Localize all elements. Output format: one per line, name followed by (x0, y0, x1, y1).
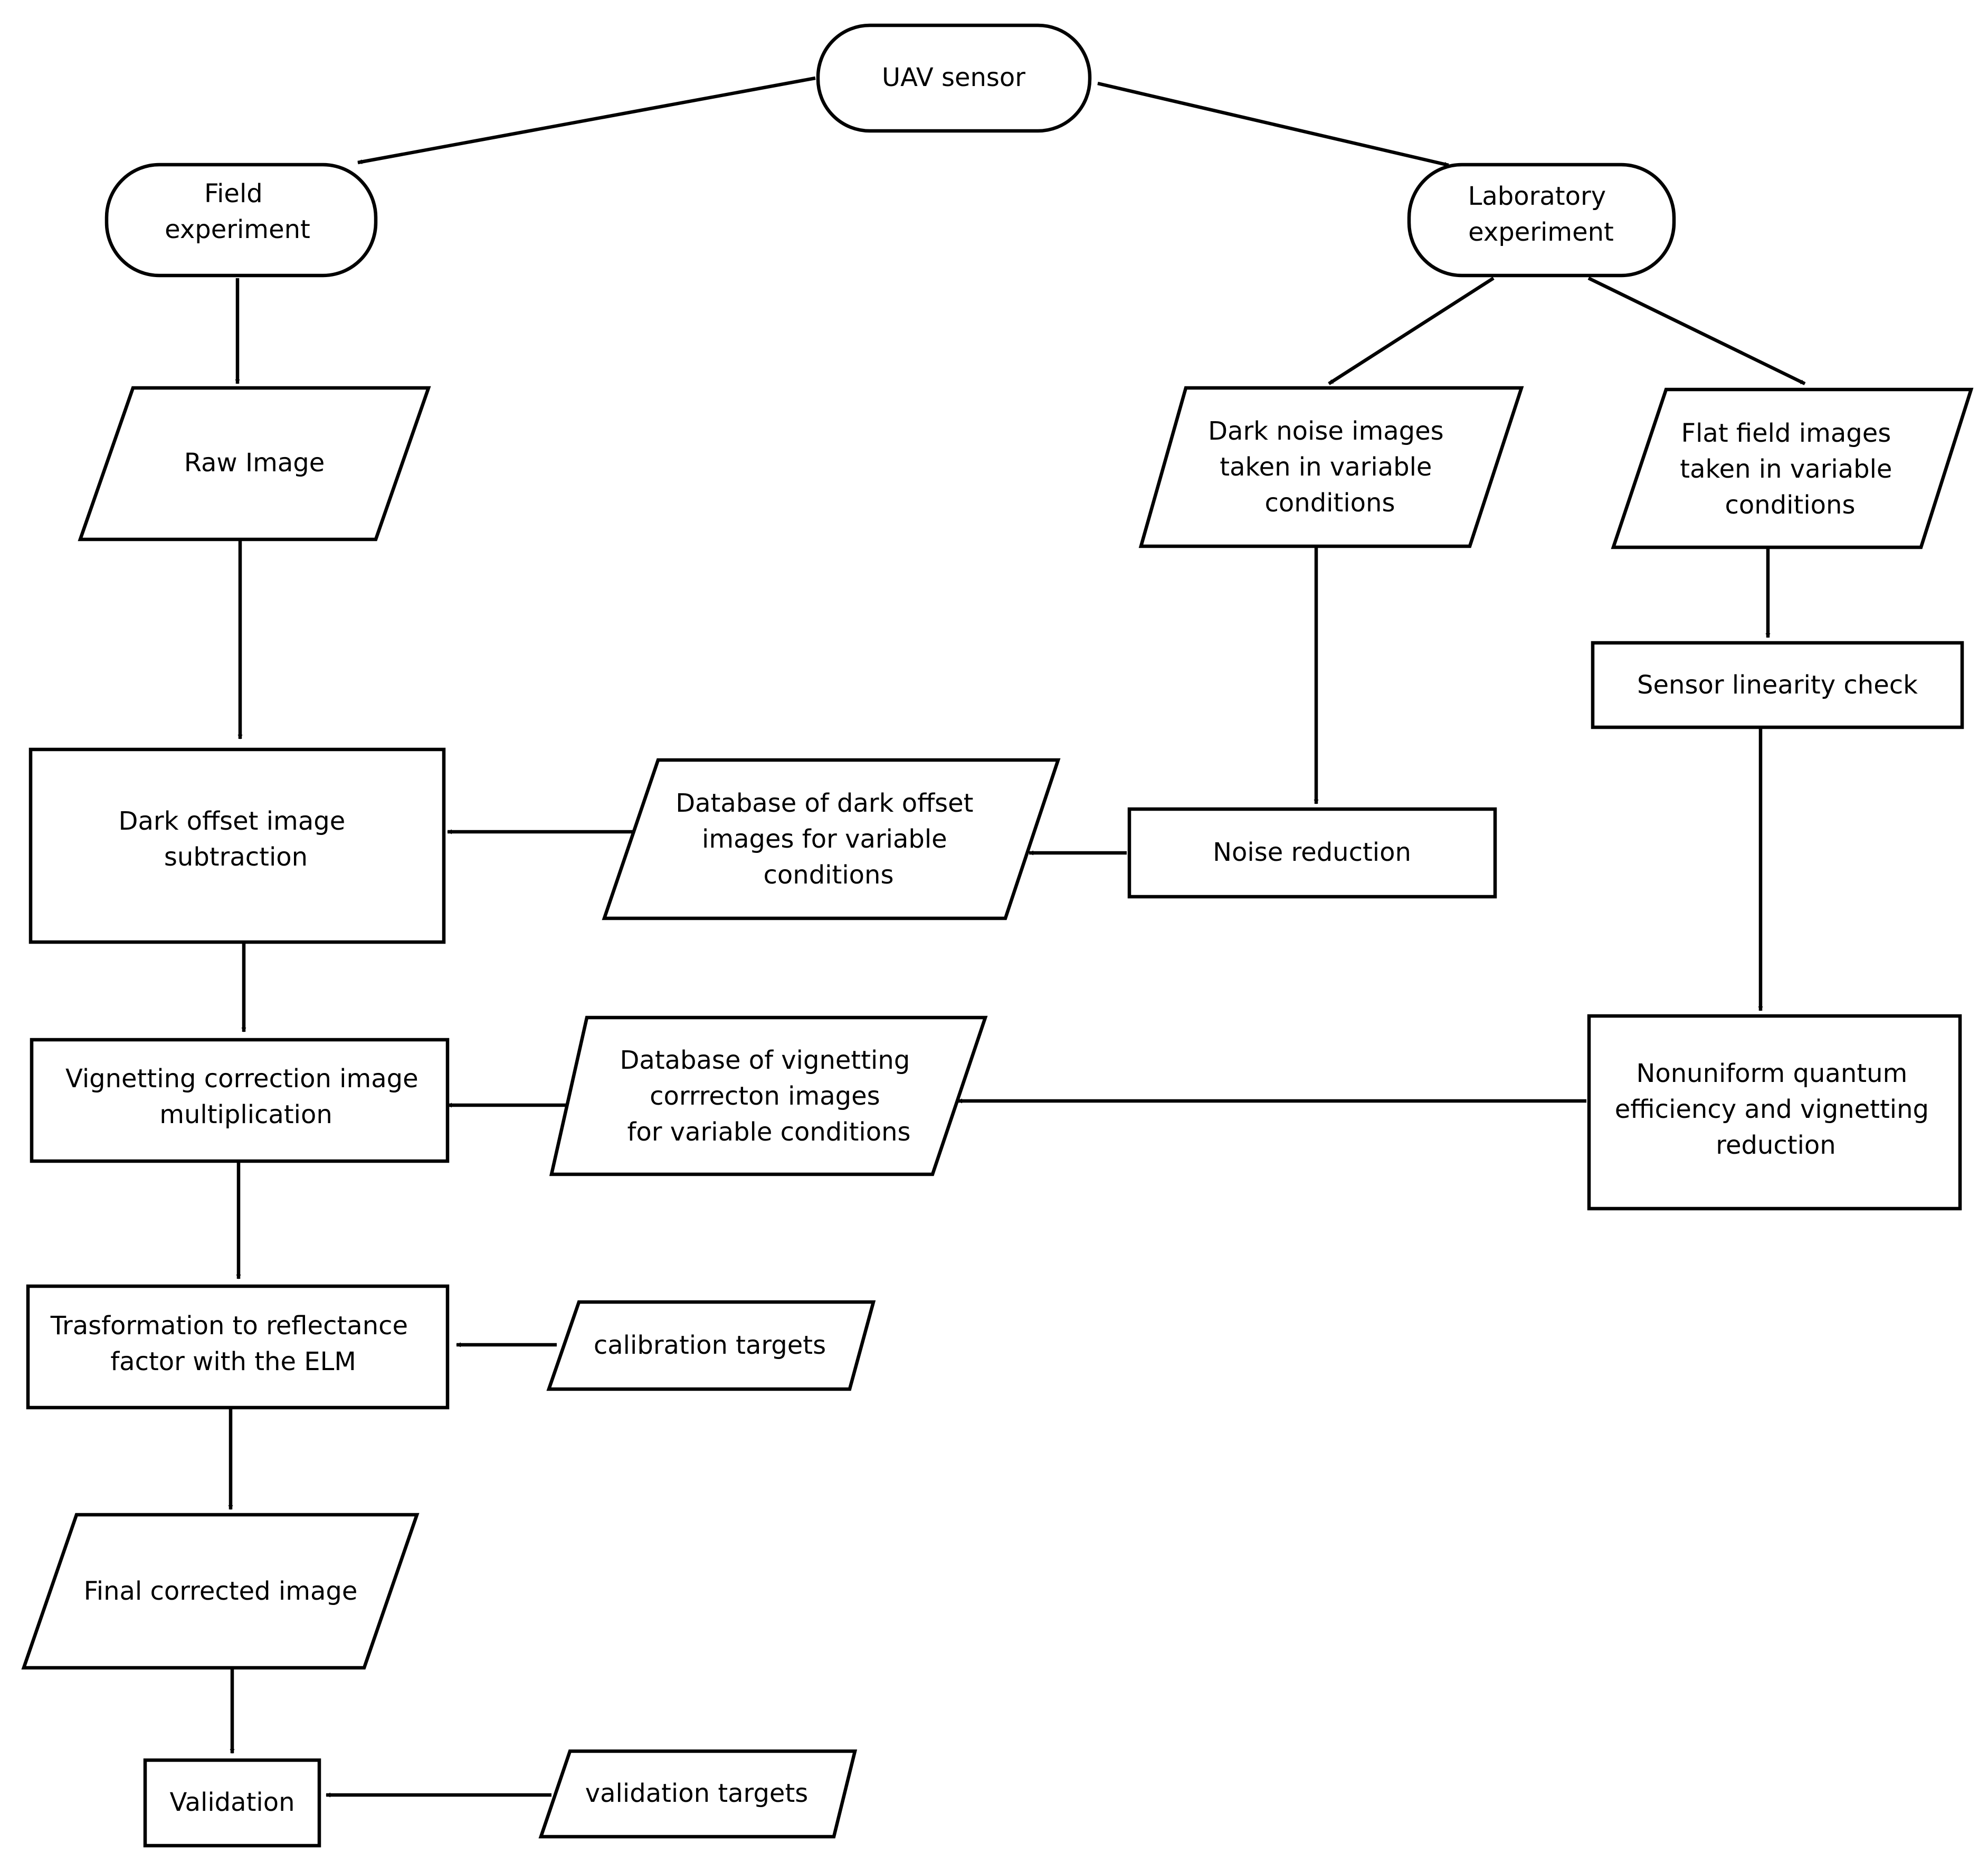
node-label: Database of vignetting corrrecton images… (620, 1046, 918, 1147)
node-label: Dark offset image subtraction (119, 806, 354, 872)
node-vignetting-multiplication: Vignetting correction image multiplicati… (30, 1038, 450, 1163)
node-label: Database of dark offset images for varia… (676, 788, 982, 890)
node-raw-image: Raw Image (78, 386, 431, 542)
node-vignetting-database: Database of vignetting corrrecton images… (549, 1015, 988, 1176)
arrow-lab-to-dark-noise (1328, 277, 1495, 385)
node-field-experiment: Field experiment (104, 163, 378, 278)
node-label: UAV sensor (882, 63, 1025, 92)
node-validation-targets: validation targets (538, 1749, 858, 1839)
node-label: Dark noise images taken in variable cond… (1208, 416, 1452, 518)
arrow-lab-to-flat-field (1587, 277, 1806, 385)
node-label: Sensor linearity check (1637, 670, 1918, 700)
node-label: calibration targets (594, 1331, 826, 1360)
node-label: Vignetting correction image multiplicati… (65, 1064, 426, 1129)
node-label: Field experiment (165, 179, 310, 244)
node-label: Validation (169, 1788, 294, 1817)
arrow-uav-to-laboratory (1097, 81, 1449, 167)
node-nonuniform-qe-reduction: Nonuniform quantum efficiency and vignet… (1587, 1014, 1962, 1211)
node-label: Nonuniform quantum efficiency and vignet… (1615, 1059, 1937, 1160)
node-validation: Validation (143, 1758, 321, 1848)
node-sensor-linearity-check: Sensor linearity check (1591, 641, 1964, 729)
node-label: Laboratory experiment (1468, 182, 1614, 247)
node-uav-sensor: UAV sensor (816, 23, 1092, 133)
node-label: Noise reduction (1213, 838, 1411, 867)
node-calibration-targets: calibration targets (546, 1300, 876, 1391)
node-label: Raw Image (184, 448, 325, 478)
node-final-corrected-image: Final corrected image (21, 1513, 420, 1670)
node-dark-offset-subtraction: Dark offset image subtraction (28, 747, 446, 944)
arrow-uav-to-field (357, 76, 816, 165)
node-dark-noise-images: Dark noise images taken in variable cond… (1138, 386, 1524, 548)
connectors (228, 76, 1806, 1798)
node-flat-field-images: Flat field images taken in variable cond… (1611, 387, 1974, 549)
node-label: Flat field images taken in variable cond… (1680, 419, 1900, 520)
node-dark-offset-database: Database of dark offset images for varia… (602, 758, 1061, 920)
node-laboratory-experiment: Laboratory experiment (1407, 163, 1676, 278)
node-label: Final corrected image (84, 1576, 358, 1606)
node-noise-reduction: Noise reduction (1127, 807, 1497, 899)
node-label: validation targets (585, 1779, 808, 1808)
node-reflectance-transformation: Trasformation to reflectance factor with… (26, 1284, 450, 1410)
node-label: Trasformation to reflectance factor with… (50, 1311, 416, 1376)
